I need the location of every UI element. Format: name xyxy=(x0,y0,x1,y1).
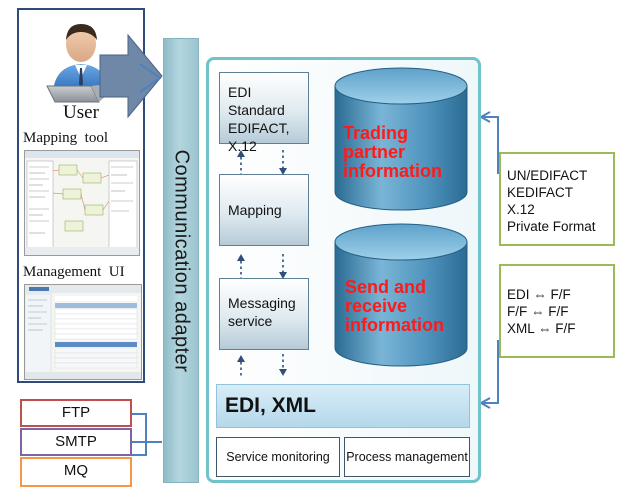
arrow-to-edi-icon xyxy=(478,397,491,409)
arrow-up-icon xyxy=(237,355,245,362)
process-management-label: Process management xyxy=(346,450,468,464)
user-arrow-icon xyxy=(99,33,163,119)
mapping-label: Mapping xyxy=(228,202,282,218)
send-line3: information xyxy=(345,315,444,335)
messaging-line1: Messaging xyxy=(228,295,296,311)
communication-adapter-label: Communication adapter xyxy=(170,149,193,372)
arrow-to-system-icon xyxy=(478,111,491,123)
protocol-smtp: SMTP xyxy=(20,428,132,456)
adapter-chevron-icon xyxy=(139,63,162,93)
trading-line1: Trading xyxy=(343,123,409,143)
send-line2: receive xyxy=(345,296,408,316)
protocol-smtp-label: SMTP xyxy=(55,433,97,450)
arrow-down-icon xyxy=(279,369,287,376)
conversion-item: XML ⇔ F/F xyxy=(507,321,576,336)
format-item: Private Format xyxy=(507,219,596,234)
format-item: UN/EDIFACT xyxy=(507,168,588,183)
trading-line3: information xyxy=(343,161,442,181)
send-receive-db-icon xyxy=(334,223,468,367)
process-management-box: Process management xyxy=(344,437,470,477)
edi-xml-label: EDI, XML xyxy=(225,394,317,417)
communication-adapter-bar: Communication adapter xyxy=(163,38,199,483)
send-receive-label: Send and receive information xyxy=(345,278,444,335)
management-ui-screenshot xyxy=(24,284,142,380)
send-line1: Send and xyxy=(345,277,427,297)
conversion-item: EDI ⇔ F/F xyxy=(507,287,571,302)
mapping-tool-screenshot xyxy=(24,150,140,256)
format-item: KEDIFACT xyxy=(507,185,574,200)
trading-line2: partner xyxy=(343,142,406,162)
protocol-mq-label: MQ xyxy=(63,462,89,479)
edi-standard-box: EDI Standard EDIFACT, X.12 xyxy=(219,72,309,154)
protocol-ftp: FTP xyxy=(20,399,132,427)
arrow-down-icon xyxy=(279,272,287,279)
edi-standard-line2: EDIFACT, X.12 xyxy=(228,120,290,154)
arrow-down-icon xyxy=(279,168,287,175)
conversion-item: F/F ⇔ F/F xyxy=(507,304,569,319)
arrow-up-icon xyxy=(237,150,245,157)
protocol-ftp-label: FTP xyxy=(61,404,91,421)
edi-xml-bar: EDI, XML xyxy=(216,384,470,428)
mapping-tool-label: Mapping tool xyxy=(23,130,108,146)
user-label: User xyxy=(63,102,99,123)
trading-partner-db-icon xyxy=(334,67,468,211)
module-arrows xyxy=(237,150,287,376)
conversion-box: EDI ⇔ F/F F/F ⇔ F/F XML ⇔ F/F xyxy=(499,264,615,358)
trading-partner-label: Trading partner information xyxy=(343,124,442,181)
arrow-up-icon xyxy=(237,254,245,261)
mapping-box: Mapping xyxy=(219,174,309,246)
service-monitoring-box: Service monitoring xyxy=(216,437,340,477)
messaging-service-box: Messaging service xyxy=(219,278,309,350)
messaging-line2: service xyxy=(228,313,273,329)
management-ui-label: Management UI xyxy=(23,264,125,280)
format-item: X.12 xyxy=(507,202,535,217)
edi-standard-line1: EDI Standard xyxy=(228,84,285,118)
user-icon xyxy=(46,24,115,103)
service-monitoring-label: Service monitoring xyxy=(226,450,330,464)
formats-box: UN/EDIFACT KEDIFACT X.12 Private Format xyxy=(499,152,615,246)
